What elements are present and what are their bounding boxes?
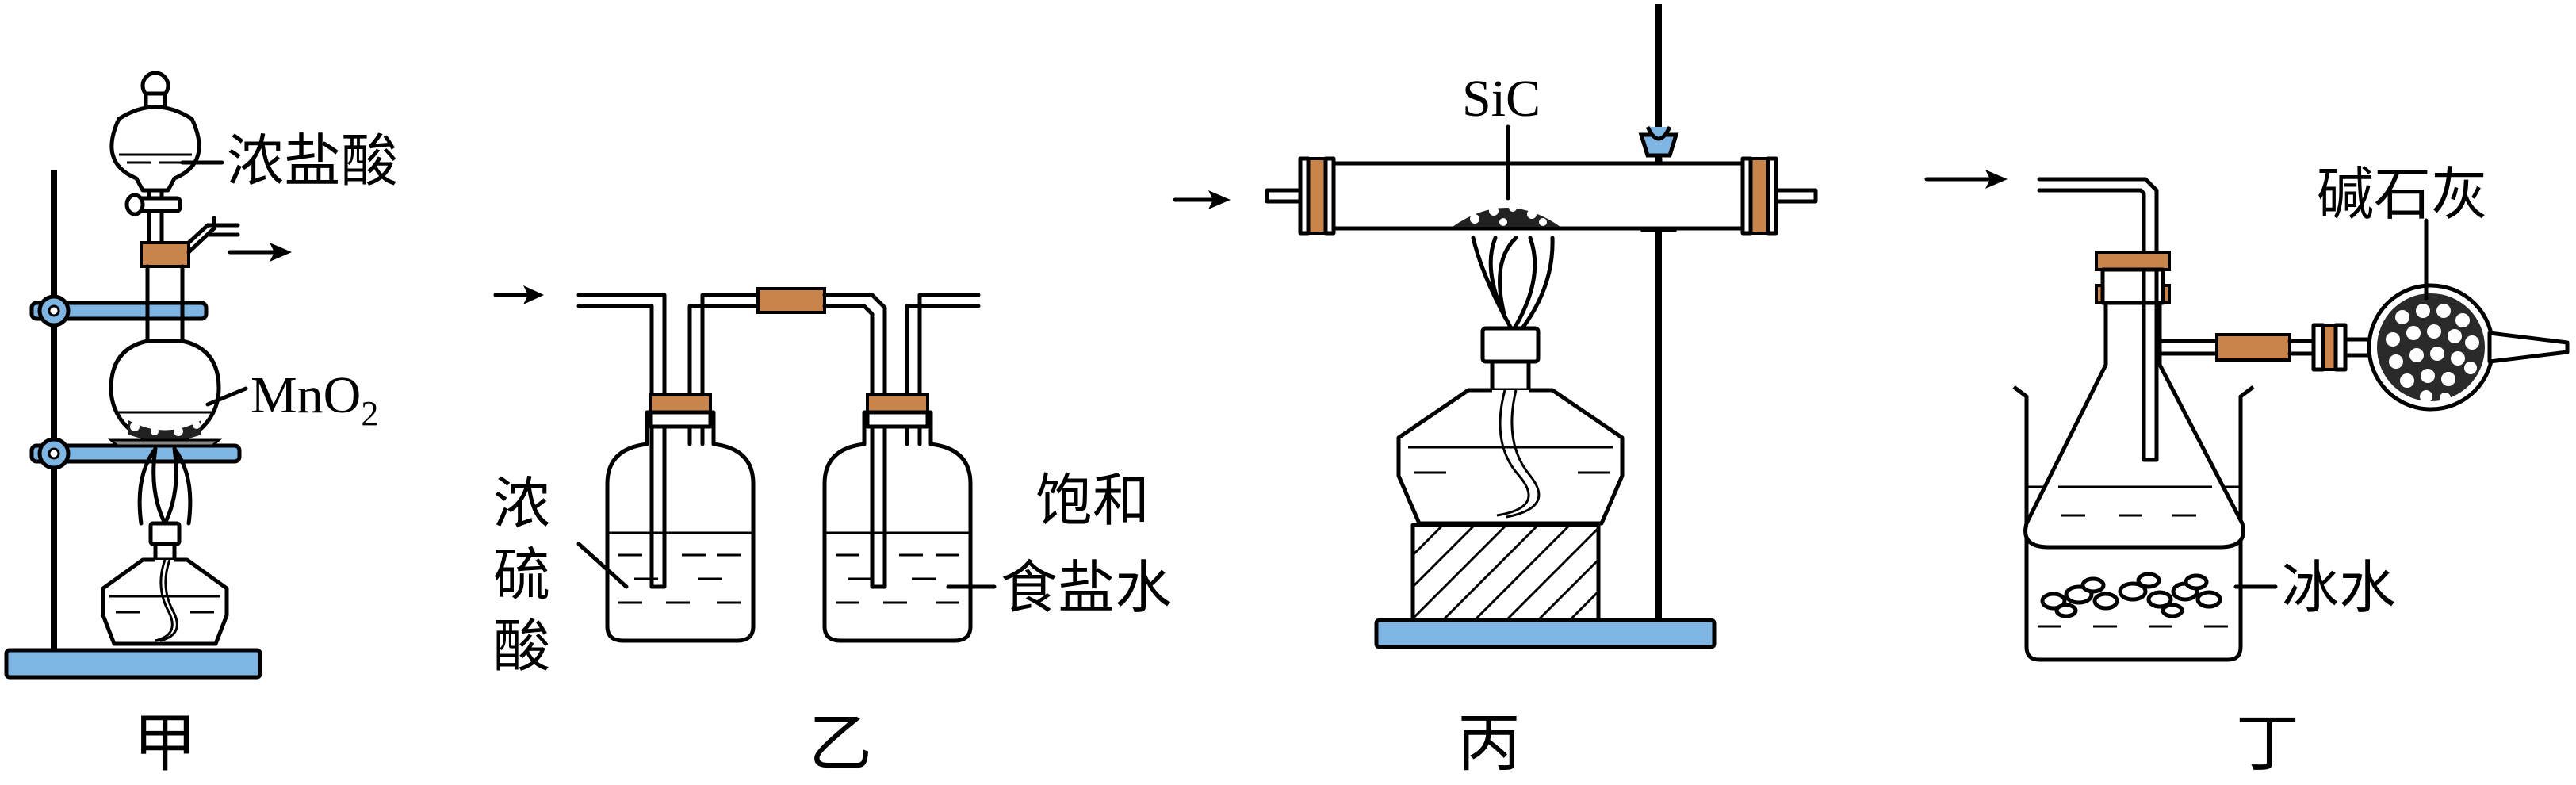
bath-label: 冰水 [2282, 554, 2396, 621]
connector-ding [2215, 333, 2291, 362]
round-bottom-flask [109, 339, 221, 445]
wood-block [1410, 523, 1601, 622]
apparatus-yi: 浓 硫 酸 饱和 食盐水 乙 [493, 285, 1172, 780]
wash-bottle-1 [605, 393, 756, 643]
apparatus-ding: 碱石灰 冰水 丁 [1924, 161, 2570, 780]
bottle1-label-leader [576, 542, 629, 589]
conical-flask [2023, 251, 2245, 550]
bottle1-label: 浓 硫 酸 [493, 470, 550, 680]
ice-cubes [2040, 572, 2222, 618]
stand-base [4, 648, 262, 680]
apparatus-jia: 浓盐酸 MnO2 [4, 71, 398, 780]
stand-base-bing [1374, 618, 1717, 649]
caption-jia: 甲 [133, 706, 197, 780]
caption-yi: 乙 [809, 706, 872, 780]
svg-text:硫: 硫 [493, 542, 550, 608]
alcohol-lamp-jia [101, 521, 229, 646]
bottle2-label-line1: 饱和 [1035, 467, 1150, 534]
reaction-tube [1265, 156, 1818, 236]
funnel-reagent-label: 浓盐酸 [227, 128, 398, 194]
alcohol-lamp-bing [1396, 326, 1625, 526]
separatory-funnel [109, 71, 201, 256]
tube-reagent-label: SiC [1462, 70, 1541, 128]
caption-bing: 丙 [1457, 706, 1521, 780]
flask-reagent-label: MnO2 [251, 366, 378, 433]
svg-text:酸: 酸 [493, 613, 550, 680]
caption-ding: 丁 [2236, 706, 2299, 780]
mno2-label-leader [205, 386, 248, 407]
apparatus-bing: SiC 丙 [1173, 4, 1818, 780]
flask-stopper [140, 241, 190, 268]
connector-yi [756, 287, 826, 314]
bottle2-label-line2: 食盐水 [1001, 554, 1172, 621]
wash-bottle-2 [822, 393, 973, 643]
clamp-upper [29, 301, 209, 321]
drying-bulb [2311, 283, 2570, 412]
svg-text:浓: 浓 [493, 470, 550, 537]
drying-bulb-label: 碱石灰 [2317, 161, 2488, 228]
